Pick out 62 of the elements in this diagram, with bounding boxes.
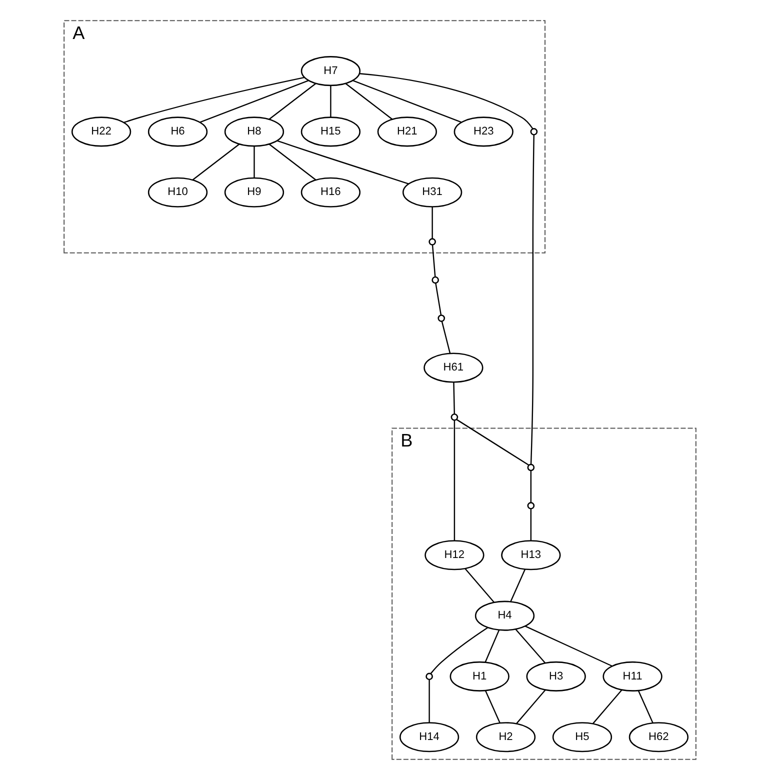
connector <box>200 80 309 123</box>
connector <box>432 206 433 239</box>
connector <box>124 76 305 124</box>
connector <box>268 144 316 180</box>
node-ellipse: H9 <box>224 177 284 208</box>
node-circle <box>438 314 446 322</box>
connector <box>456 419 530 466</box>
node-ellipse: H16 <box>300 177 361 208</box>
connector <box>345 82 393 120</box>
connector <box>454 420 456 541</box>
node-circle <box>530 128 538 136</box>
connector <box>515 628 546 664</box>
connector <box>638 690 654 724</box>
node-ellipse: H22 <box>71 116 132 147</box>
connector <box>524 626 612 667</box>
connector <box>484 690 501 724</box>
node-ellipse: H62 <box>628 722 689 752</box>
connector <box>268 82 316 120</box>
node-ellipse: H2 <box>476 722 536 752</box>
node-ellipse: H3 <box>526 661 586 692</box>
connector <box>254 146 255 178</box>
node-ellipse: H8 <box>224 116 284 147</box>
connector <box>516 690 546 724</box>
connector <box>592 690 622 724</box>
node-ellipse: H23 <box>454 116 514 147</box>
connector <box>510 568 526 602</box>
node-circle <box>426 672 433 680</box>
node-ellipse: H13 <box>501 540 561 570</box>
node-circle <box>527 464 535 472</box>
node-circle <box>432 276 439 284</box>
node-ellipse: H10 <box>148 177 208 208</box>
connector <box>352 80 462 123</box>
connector <box>432 245 436 278</box>
connector <box>530 508 532 541</box>
connector <box>359 73 534 130</box>
connector <box>441 321 451 354</box>
node-ellipse: H14 <box>399 722 460 752</box>
connector <box>430 626 488 674</box>
node-ellipse: H6 <box>148 116 208 147</box>
node-ellipse: H5 <box>552 722 612 752</box>
node-circle <box>450 413 458 421</box>
node-ellipse: H4 <box>474 600 535 631</box>
node-ellipse: H11 <box>602 661 662 692</box>
connector <box>330 85 332 118</box>
node-ellipse: H1 <box>450 661 510 692</box>
node-ellipse: H21 <box>377 116 437 147</box>
connector <box>453 382 455 414</box>
node-circle <box>428 238 436 246</box>
node-ellipse: H12 <box>424 540 484 570</box>
connector <box>277 140 409 184</box>
connector <box>484 630 500 663</box>
node-circle <box>527 502 535 510</box>
node-ellipse: H15 <box>300 116 361 147</box>
node-ellipse: H61 <box>424 352 484 383</box>
connector <box>530 134 535 464</box>
connector <box>530 470 532 503</box>
connector <box>192 144 240 180</box>
node-ellipse: H7 <box>300 56 361 86</box>
connector <box>464 568 495 603</box>
connector <box>428 680 430 723</box>
connector <box>435 283 442 316</box>
node-ellipse: H31 <box>402 177 462 208</box>
